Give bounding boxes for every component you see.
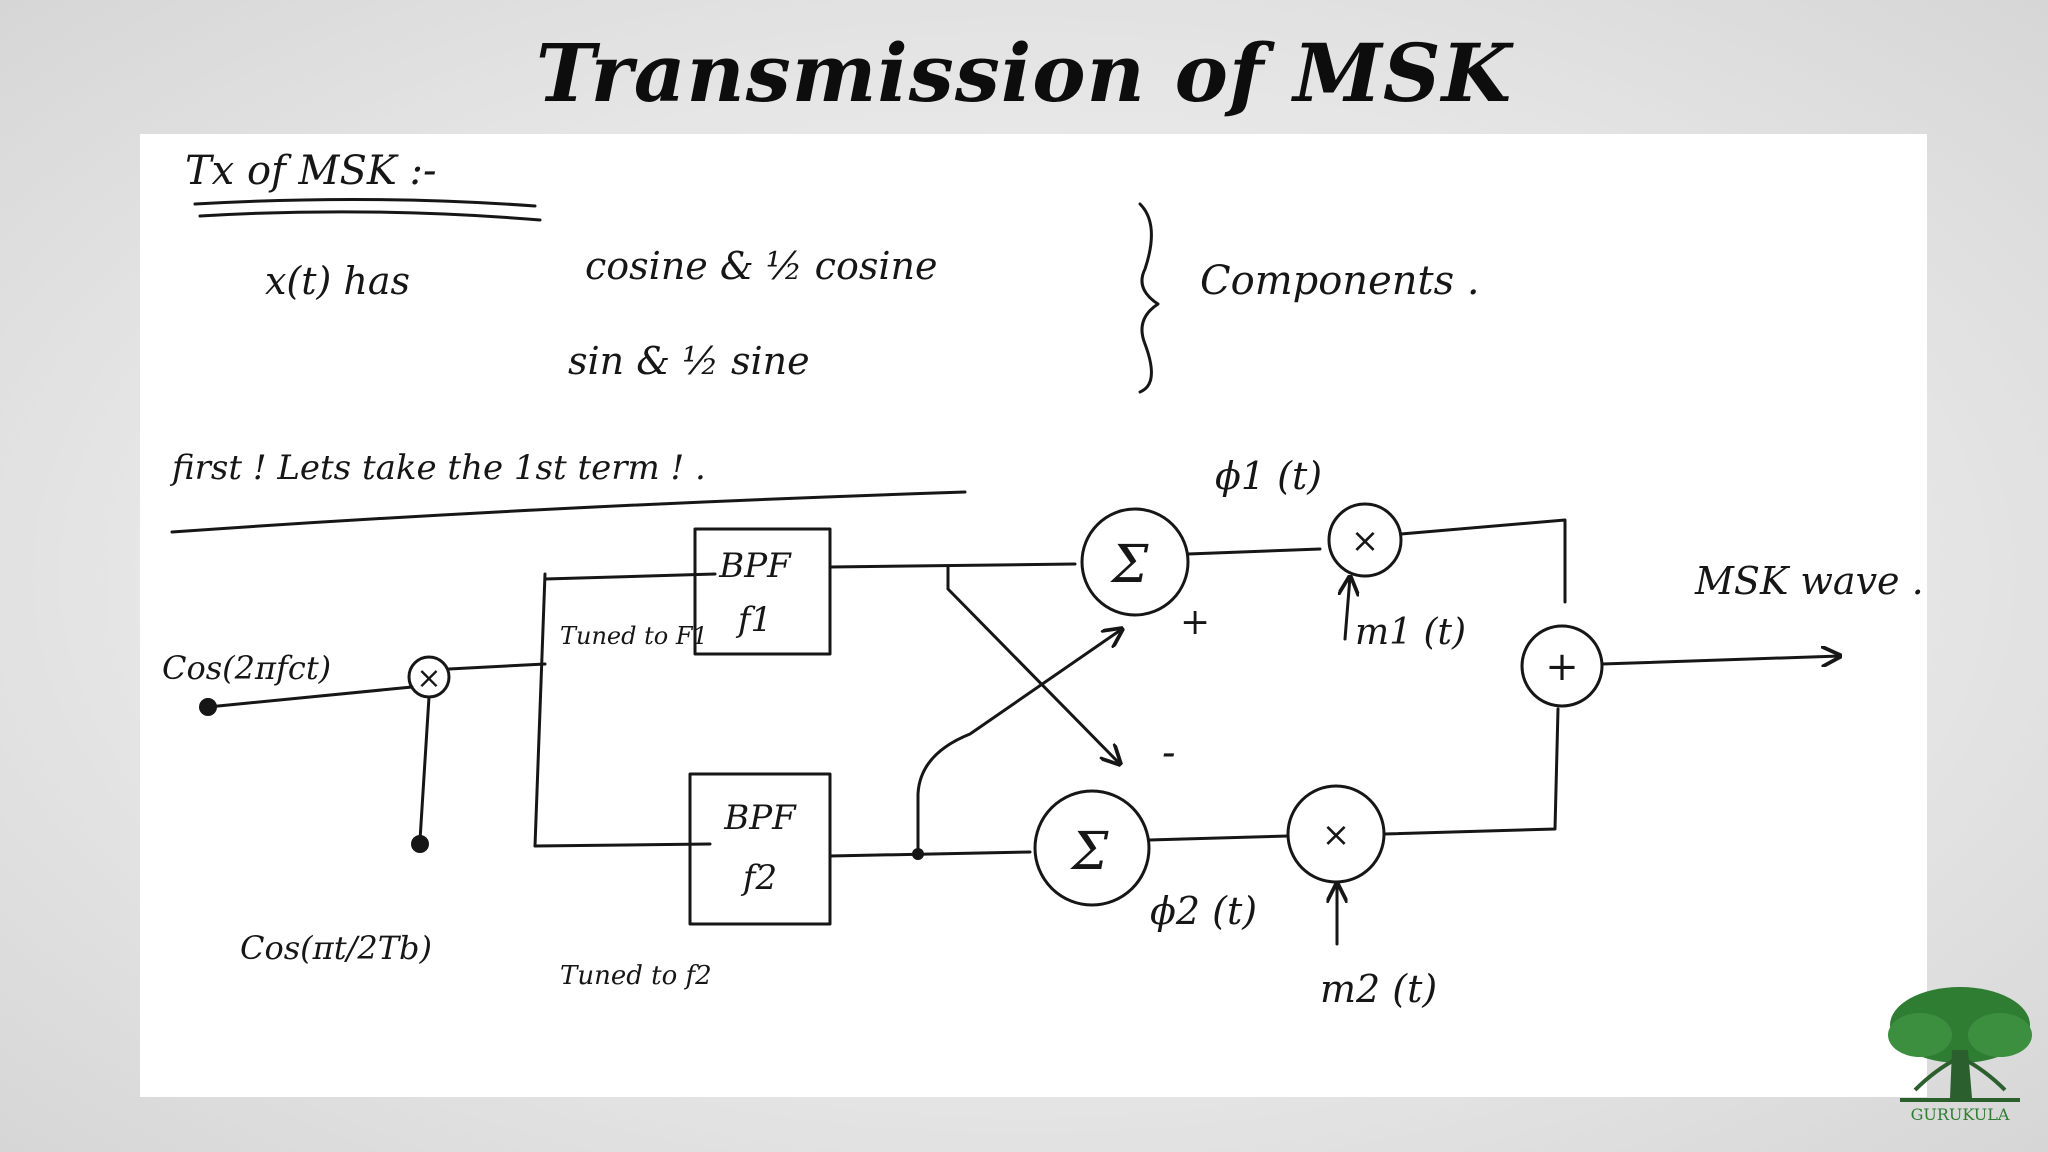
to-bpf2-line (533, 842, 712, 848)
upper-summer (1080, 507, 1190, 617)
lower-multiplier-symbol: × (1322, 815, 1351, 855)
input-mixer-symbol: × (416, 661, 441, 696)
output-arrow (1600, 656, 1840, 664)
bpf1-frequency: f1 (735, 600, 772, 640)
carrier-line (206, 685, 414, 709)
logo-text: GURUKULA (1911, 1105, 2010, 1124)
notes-heading: Tx of MSK :- (185, 148, 437, 194)
first-term-underline (170, 490, 967, 534)
notes-line2: sin & ½ sine (568, 339, 810, 383)
lower-branch-to-adder (1382, 707, 1560, 836)
to-bpf1-line (543, 572, 717, 581)
curly-brace (1138, 202, 1160, 394)
upper-multiplier-symbol: × (1351, 521, 1380, 561)
phi2-label: ϕ2 (t) (1150, 889, 1257, 933)
output-label: MSK wave . (1694, 559, 1924, 603)
lower-summer-output (1147, 834, 1290, 842)
bpf1-to-lower-sum (946, 565, 1120, 764)
bpf2-box (688, 772, 832, 926)
shaping-input-terminal (411, 835, 429, 853)
bpf2-note: Tuned to f2 (560, 961, 712, 991)
shaping-line (418, 695, 431, 842)
output-adder-symbol: + (1545, 644, 1579, 690)
m1-input-arrow (1345, 577, 1350, 641)
minus-sign: - (1162, 730, 1176, 776)
carrier-input-label: Cos(2πfct) (162, 649, 331, 687)
upper-summer-symbol: Σ (1110, 535, 1149, 595)
phi1-label: ϕ1 (t) (1215, 454, 1322, 498)
bpf2-label: BPF (723, 798, 797, 838)
tree-logo-icon: GURUKULA (1888, 987, 2032, 1124)
notes-line1-mid: cosine & ½ cosine (585, 244, 937, 288)
upper-branch-to-adder (1399, 518, 1567, 604)
split-vertical-line (533, 572, 547, 848)
upper-summer-output (1186, 547, 1322, 556)
lower-summer (1033, 789, 1151, 907)
notes-line1-lead: x(t) has (265, 259, 410, 303)
msk-transmitter-diagram: Tx of MSK :- x(t) has cosine & ½ cosine … (162, 148, 1924, 1011)
shaping-input-label: Cos(πt/2Tb) (240, 929, 432, 967)
notes-line1-tail: Components . (1200, 258, 1480, 304)
heading-underline (193, 197, 542, 222)
lower-summer-symbol: Σ (1070, 822, 1109, 882)
bpf1-output-line (828, 562, 1077, 569)
upper-multiplier (1327, 502, 1403, 578)
m1-label: m1 (t) (1355, 612, 1466, 653)
bpf2-output-line (828, 850, 1032, 858)
plus-sign: + (1180, 602, 1210, 643)
notes-first-term: first ! Lets take the 1st term ! . (169, 448, 706, 488)
output-adder (1520, 624, 1604, 708)
gurukula-logo: GURUKULA (1880, 980, 2040, 1130)
m2-label: m2 (t) (1320, 967, 1437, 1011)
bpf1-box (693, 527, 832, 656)
bpf1-label: BPF (718, 546, 792, 586)
mixer-output-line (447, 662, 547, 671)
slide-title: Transmission of MSK (535, 26, 1513, 120)
whiteboard: Tx of MSK :- x(t) has cosine & ½ cosine … (140, 134, 1927, 1097)
bpf1-note: Tuned to F1 (560, 622, 708, 650)
bpf2-frequency: f2 (740, 858, 777, 898)
bpf2-to-upper-sum (916, 629, 1122, 856)
